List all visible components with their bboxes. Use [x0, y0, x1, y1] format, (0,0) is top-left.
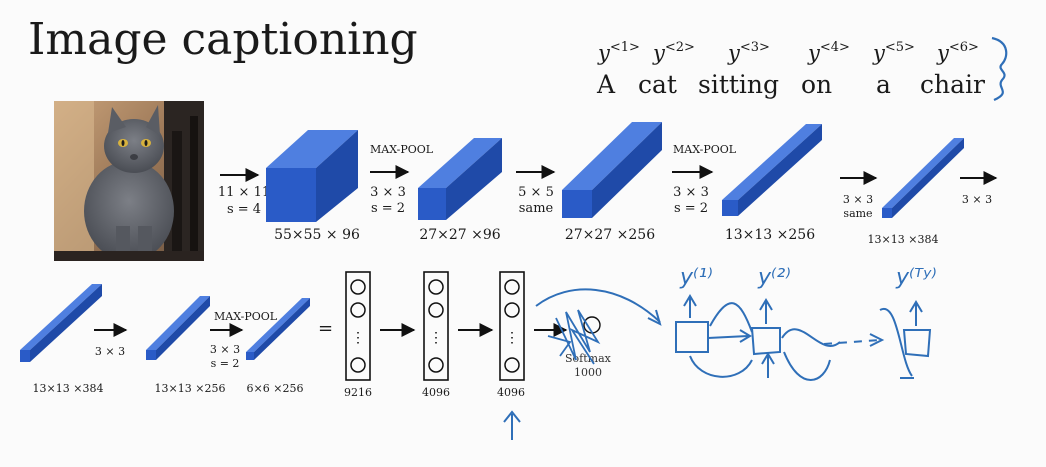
fc1-dots: ⋮	[351, 330, 365, 346]
rnn-cell-3	[902, 329, 932, 358]
row2-block2-output: 13×13 ×256	[154, 382, 226, 395]
pool1-label: MAX-POOL	[370, 143, 434, 156]
conv1-stride: s = 4	[226, 202, 262, 217]
fc2-units: 4096	[422, 386, 450, 399]
pool1-output: 27×27 ×96	[419, 227, 501, 243]
caption-word-5: a	[876, 70, 891, 99]
block-27x27x96	[418, 138, 502, 220]
caption-brace	[991, 36, 1008, 102]
conv3-kernel: 3 × 3	[842, 193, 874, 206]
caption-token-3: y<3>	[728, 40, 770, 65]
block-55x55x96	[266, 130, 358, 222]
caption-word-2: cat	[638, 70, 677, 99]
caption-token-1: y<1>	[598, 40, 640, 65]
pool3-stride: s = 2	[210, 357, 240, 370]
conv5-kernel: 3 × 3	[94, 345, 126, 358]
fc-layer-4096-a: ⋮	[423, 271, 449, 381]
rnn-output-2: y⁽²⁾	[757, 265, 791, 290]
fc3-dots: ⋮	[505, 330, 519, 346]
block-13x13x256	[722, 124, 822, 216]
pool2-kernel: 3 × 3	[673, 185, 709, 200]
pool2-label: MAX-POOL	[673, 143, 737, 156]
fc-layer-4096-b: ⋮	[499, 271, 525, 381]
fc1-units: 9216	[344, 386, 372, 399]
conv3-padding: same	[843, 207, 873, 220]
caption-word-6: chair	[920, 70, 985, 99]
block-row2-13x13x384	[20, 284, 102, 362]
block-13x13x384	[882, 138, 964, 218]
conv1-kernel: 11 × 11	[217, 185, 271, 200]
conv2-kernel: 5 × 5	[518, 185, 554, 200]
block-27x27x256	[562, 122, 662, 218]
softmax-units: 1000	[574, 366, 602, 379]
pool2-stride: s = 2	[673, 201, 709, 216]
conv4-kernel: 3 × 3	[961, 193, 993, 206]
pool2-output: 13×13 ×256	[724, 227, 816, 243]
conv2-output: 27×27 ×256	[564, 227, 656, 243]
conv2-padding: same	[518, 201, 554, 216]
rnn-sketch	[503, 288, 932, 440]
block-6x6x256	[246, 298, 310, 360]
caption-token-2: y<2>	[653, 40, 695, 65]
page-title: Image captioning	[28, 14, 418, 65]
fc3-units: 4096	[497, 386, 525, 399]
rnn-output-1: y⁽¹⁾	[679, 265, 713, 290]
block-row2-13x13x256	[146, 296, 210, 360]
pool1-stride: s = 2	[370, 201, 406, 216]
caption-token-4: y<4>	[808, 40, 850, 65]
softmax-label: Softmax	[565, 352, 611, 365]
caption-token-6: y<6>	[937, 40, 979, 65]
caption-word-4: on	[801, 70, 833, 99]
conv3-output: 13×13 ×384	[867, 233, 939, 246]
softmax-scribble	[547, 309, 601, 365]
pool3-output: 6×6 ×256	[246, 382, 304, 395]
fc-layer-9216: ⋮	[345, 271, 371, 381]
fc2-dots: ⋮	[429, 330, 443, 346]
pool3-label: MAX-POOL	[214, 310, 278, 323]
caption-word-1: A	[597, 70, 616, 99]
conv1-output: 55×55 × 96	[274, 227, 360, 243]
rnn-output-T: y⁽ᵀʸ⁾	[895, 265, 937, 290]
pool1-kernel: 3 × 3	[370, 185, 406, 200]
row2-block1-output: 13×13 ×384	[32, 382, 104, 395]
rnn-cell-2	[750, 327, 781, 356]
cat-photo	[54, 101, 204, 261]
caption-word-3: sitting	[698, 70, 780, 99]
pool3-kernel: 3 × 3	[209, 343, 241, 356]
rnn-cell-1	[675, 321, 709, 353]
caption-token-5: y<5>	[873, 40, 915, 65]
equals-sign: =	[318, 318, 334, 339]
